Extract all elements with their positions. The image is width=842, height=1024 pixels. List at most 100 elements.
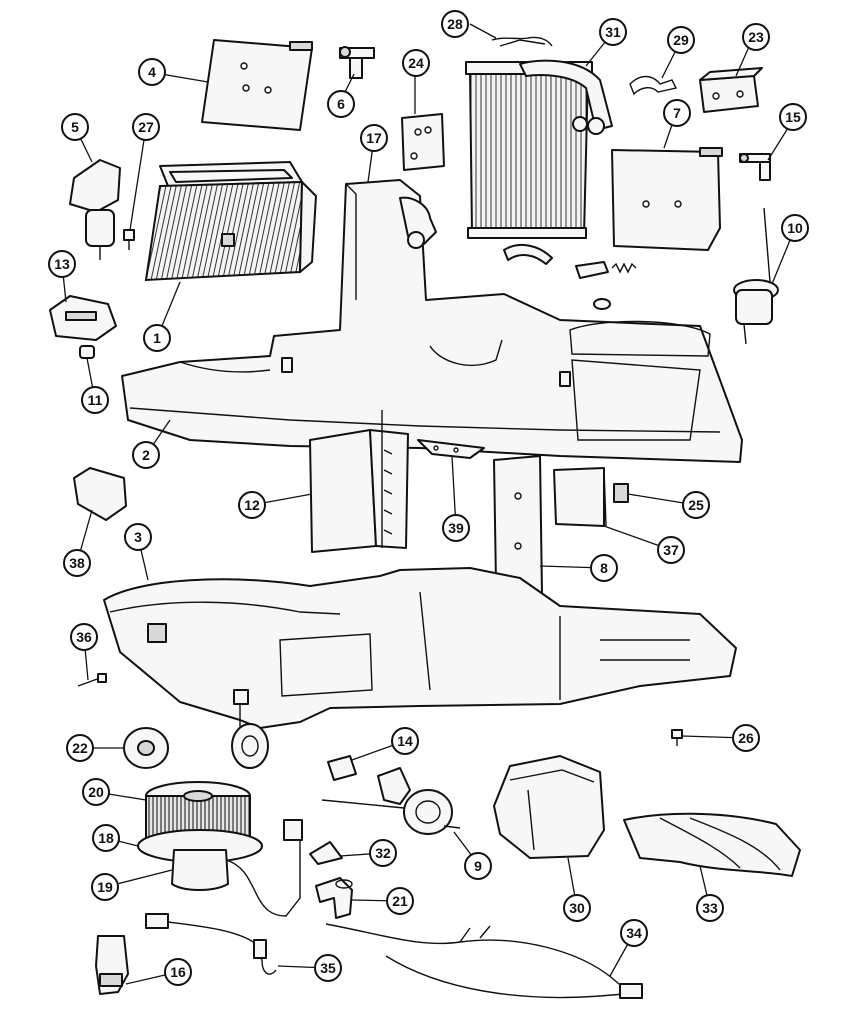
svg-text:27: 27 <box>138 119 154 135</box>
part-39-plate <box>417 439 485 459</box>
part-28-wire-clip <box>491 36 553 47</box>
part-1-evaporator-core <box>144 161 317 282</box>
svg-text:15: 15 <box>785 109 801 125</box>
callout-28: 28 <box>441 10 469 38</box>
part-7-seal-plate <box>611 147 723 251</box>
callout-21: 21 <box>386 887 414 915</box>
svg-text:38: 38 <box>69 555 85 571</box>
part-9-actuator <box>321 767 461 835</box>
part-36-screw <box>77 673 107 687</box>
part-15-clip <box>739 153 771 181</box>
part-38-bracket <box>73 467 127 521</box>
part-grommet-small <box>593 298 611 310</box>
part-13-bracket <box>49 295 117 341</box>
svg-text:16: 16 <box>170 964 186 980</box>
svg-text:33: 33 <box>702 900 718 916</box>
svg-text:2: 2 <box>142 447 150 463</box>
callout-11: 11 <box>81 386 109 414</box>
callout-12: 12 <box>238 491 266 519</box>
part-lever-spring <box>575 261 637 279</box>
part-35-wiring-pigtail <box>145 913 277 975</box>
callout-2: 2 <box>132 441 160 469</box>
callout-38: 38 <box>63 549 91 577</box>
callout-29: 29 <box>667 26 695 54</box>
callout-18: 18 <box>92 824 120 852</box>
callout-37: 37 <box>657 536 685 564</box>
svg-text:35: 35 <box>320 960 336 976</box>
svg-text:3: 3 <box>134 529 142 545</box>
svg-text:14: 14 <box>397 733 413 749</box>
svg-text:8: 8 <box>600 560 608 576</box>
svg-text:21: 21 <box>392 893 408 909</box>
callout-4: 4 <box>138 58 166 86</box>
callout-33: 33 <box>696 894 724 922</box>
part-14-clip <box>327 755 357 781</box>
part-11-grommet <box>79 345 95 359</box>
callout-39: 39 <box>442 514 470 542</box>
part-26-screw <box>671 729 683 746</box>
callout-22: 22 <box>66 734 94 762</box>
callout-3: 3 <box>124 523 152 551</box>
callout-14: 14 <box>391 727 419 755</box>
svg-text:26: 26 <box>738 730 754 746</box>
svg-text:28: 28 <box>447 16 463 32</box>
callout-31: 31 <box>599 18 627 46</box>
part-23-foam-block <box>699 67 763 113</box>
callout-23: 23 <box>742 23 770 51</box>
callout-7: 7 <box>663 99 691 127</box>
callout-5: 5 <box>61 113 89 141</box>
svg-text:18: 18 <box>98 830 114 846</box>
callout-24: 24 <box>402 49 430 77</box>
part-27-screw <box>123 229 135 250</box>
svg-text:13: 13 <box>54 256 70 272</box>
part-34-wiring-harness <box>325 923 643 999</box>
part-blower-wheel-end <box>231 723 269 769</box>
callout-13: 13 <box>48 250 76 278</box>
part-24-foam-block <box>401 113 445 171</box>
part-22-grommet <box>123 727 169 769</box>
callout-32: 32 <box>369 839 397 867</box>
svg-text:23: 23 <box>748 29 764 45</box>
callout-30: 30 <box>563 894 591 922</box>
callout-15: 15 <box>779 103 807 131</box>
part-30-duct <box>493 755 605 859</box>
svg-text:10: 10 <box>787 220 803 236</box>
part-25-clip <box>613 483 629 503</box>
part-3-lower-housing <box>103 567 737 740</box>
svg-text:11: 11 <box>88 392 103 408</box>
part-19-motor <box>171 819 303 917</box>
svg-text:19: 19 <box>97 879 113 895</box>
svg-text:39: 39 <box>448 520 464 536</box>
callout-36: 36 <box>70 623 98 651</box>
part-12-blend-door <box>309 410 409 553</box>
callout-16: 16 <box>164 958 192 986</box>
svg-text:34: 34 <box>626 925 642 941</box>
part-32-clip <box>309 841 343 865</box>
callout-6: 6 <box>327 90 355 118</box>
part-heater-hose-elbow <box>503 243 553 265</box>
svg-text:6: 6 <box>337 96 345 112</box>
svg-text:32: 32 <box>375 845 391 861</box>
callout-19: 19 <box>91 873 119 901</box>
callout-25: 25 <box>682 491 710 519</box>
part-29-pipe-clamp <box>629 75 678 96</box>
part-16-switch <box>95 935 129 995</box>
svg-text:25: 25 <box>688 497 704 513</box>
part-20-blower-wheel <box>145 781 251 841</box>
svg-text:4: 4 <box>148 64 156 80</box>
callout-8: 8 <box>590 554 618 582</box>
svg-text:7: 7 <box>673 105 681 121</box>
callout-17: 17 <box>360 124 388 152</box>
svg-text:31: 31 <box>605 24 621 40</box>
svg-text:29: 29 <box>673 32 689 48</box>
part-10-actuator <box>733 207 779 345</box>
callout-34: 34 <box>620 919 648 947</box>
callout-20: 20 <box>82 778 110 806</box>
part-33-flex-duct <box>623 812 801 877</box>
svg-text:1: 1 <box>153 330 161 346</box>
svg-text:24: 24 <box>408 55 424 71</box>
callout-10: 10 <box>781 214 809 242</box>
part-6-clip <box>339 46 375 79</box>
svg-text:17: 17 <box>366 130 382 146</box>
